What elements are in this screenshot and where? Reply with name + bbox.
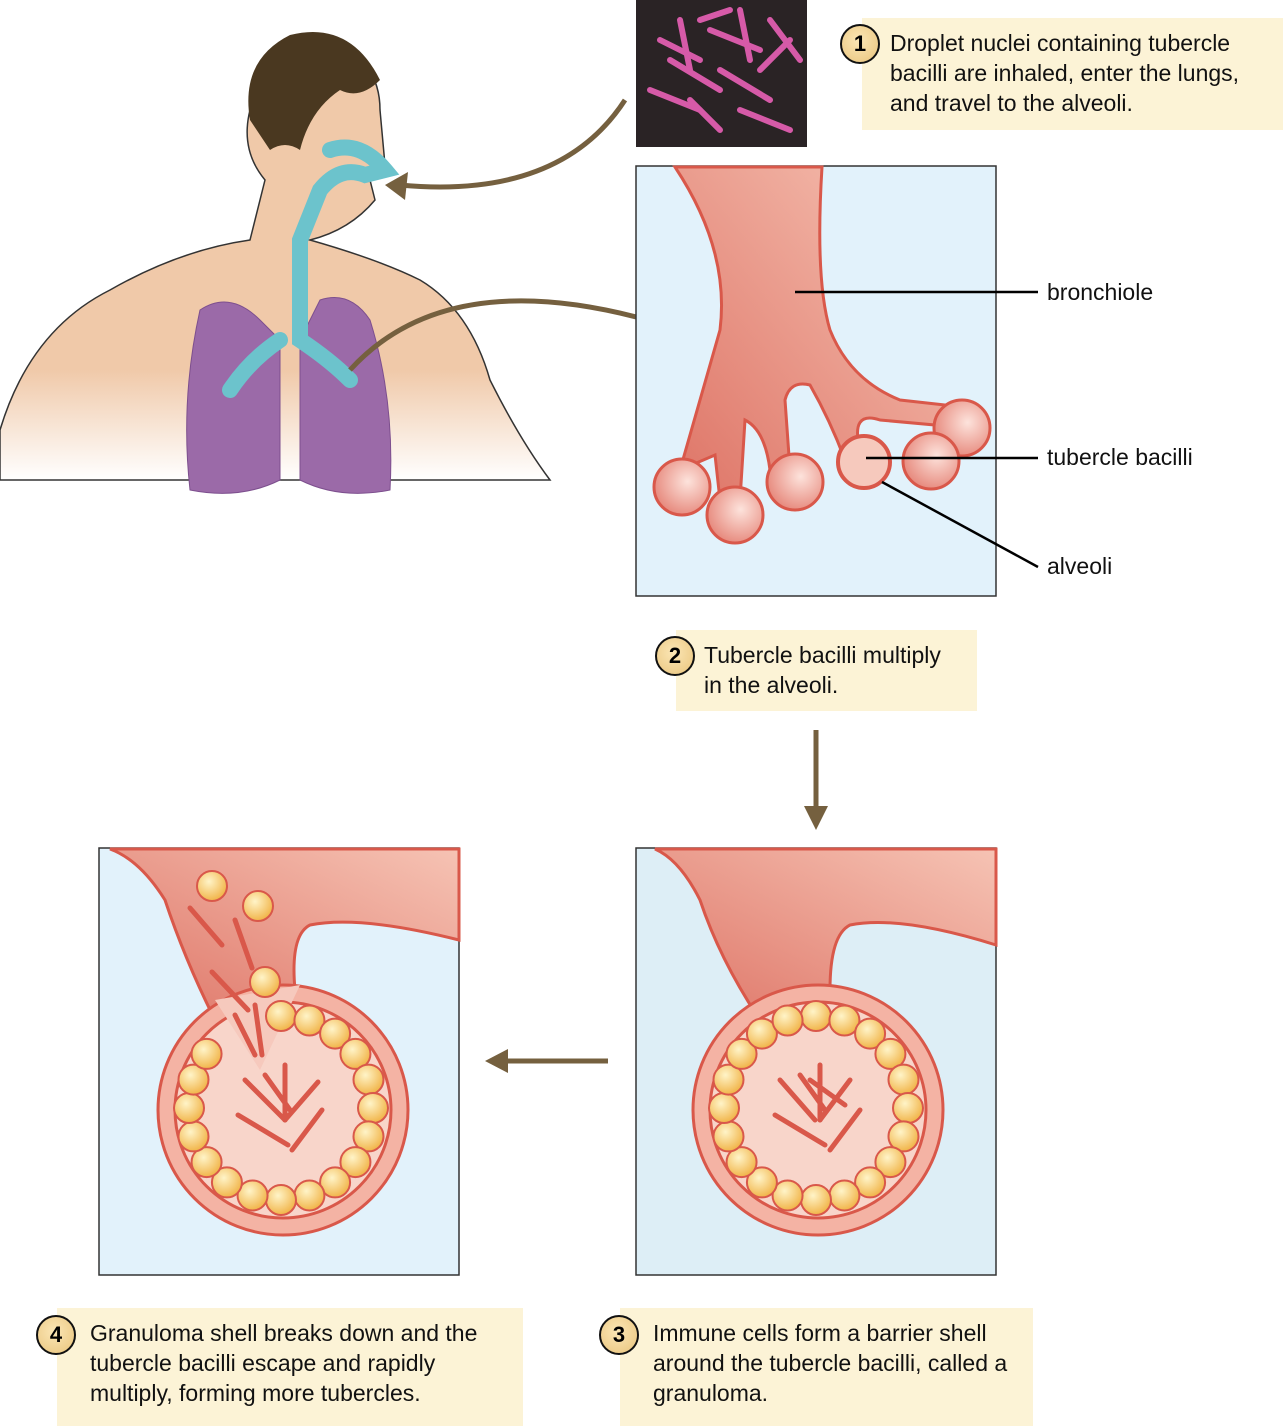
immune-cell [339, 1037, 372, 1070]
immune-cell [712, 1063, 745, 1096]
step-3-text: Immune cells form a barrier shell around… [653, 1320, 1008, 1406]
immune-cell [190, 1146, 223, 1179]
immune-cell [887, 1063, 920, 1096]
immune-cell [265, 1184, 297, 1216]
immune-cell [854, 1017, 887, 1050]
label-tubercle-bacilli: tubercle bacilli [1047, 444, 1193, 470]
step-2-callout: Tubercle bacilli multiply in the alveoli… [676, 630, 977, 711]
bacilli-micrograph [636, 0, 807, 147]
inhale-arrow [399, 98, 628, 190]
immune-cell [173, 1092, 205, 1124]
step-2-text: Tubercle bacilli multiply in the alveoli… [704, 642, 941, 698]
immune-cell [339, 1146, 372, 1179]
human-figure [0, 32, 552, 494]
immune-cell [236, 1179, 269, 1212]
step-4-callout: Granuloma shell breaks down and the tube… [57, 1308, 523, 1426]
immune-cell [712, 1120, 745, 1153]
immune-cell [771, 1179, 804, 1212]
step-4-badge: 4 [36, 1315, 76, 1355]
immune-cell [887, 1120, 920, 1153]
immune-cell [265, 1000, 297, 1032]
arrows [348, 98, 819, 1064]
step-1-callout: Droplet nuclei containing tubercle bacil… [862, 18, 1283, 130]
alveoli-panel [635, 165, 1039, 597]
label-bronchiole: bronchiole [1047, 279, 1154, 305]
immune-cell [745, 1166, 778, 1199]
immune-cell [892, 1092, 924, 1124]
immune-cell [319, 1166, 352, 1199]
immune-cell [190, 1037, 223, 1070]
label-alveoli: alveoli [1047, 553, 1113, 579]
immune-cell [725, 1037, 758, 1070]
immune-cell [319, 1017, 352, 1050]
immune-cell [210, 1166, 243, 1199]
immune-cell [177, 1063, 210, 1096]
immune-cell [177, 1120, 210, 1153]
immune-cell [725, 1146, 758, 1179]
immune-cell [874, 1146, 907, 1179]
immune-cell [708, 1092, 740, 1124]
step-4-text: Granuloma shell breaks down and the tube… [90, 1320, 478, 1406]
immune-cell [854, 1166, 887, 1199]
step-3-badge: 3 [599, 1315, 639, 1355]
immune-cell [745, 1017, 778, 1050]
immune-cell [293, 1004, 326, 1037]
immune-cell [800, 1000, 832, 1032]
step-1-text: Droplet nuclei containing tubercle bacil… [890, 30, 1240, 116]
step-2-badge: 2 [655, 636, 695, 676]
step-3-callout: Immune cells form a barrier shell around… [620, 1308, 1033, 1426]
granuloma-panel [635, 847, 998, 1276]
immune-cell [828, 1004, 861, 1037]
immune-cell [357, 1092, 389, 1124]
immune-cell [874, 1037, 907, 1070]
immune-cell [293, 1179, 326, 1212]
immune-cell [800, 1184, 832, 1216]
step-1-badge: 1 [840, 24, 880, 64]
broken-granuloma-panel [98, 847, 461, 1276]
immune-cell [352, 1063, 385, 1096]
immune-cell [828, 1179, 861, 1212]
lung-arrow [348, 298, 666, 372]
immune-cell [771, 1004, 804, 1037]
immune-cell [352, 1120, 385, 1153]
